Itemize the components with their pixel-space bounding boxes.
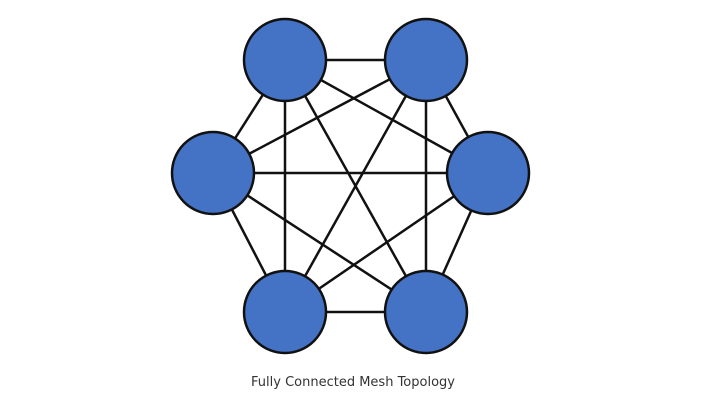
node-top-left xyxy=(242,17,328,103)
node-top-right xyxy=(383,17,469,103)
node-right xyxy=(445,130,531,216)
link-top-right-bottom-left xyxy=(283,59,428,313)
link-left-bottom-right xyxy=(212,171,427,314)
node-bottom-left xyxy=(242,269,328,355)
diagram-caption: Fully Connected Mesh Topology xyxy=(251,375,455,390)
node-left xyxy=(170,130,256,216)
node-bottom-right xyxy=(383,269,469,355)
